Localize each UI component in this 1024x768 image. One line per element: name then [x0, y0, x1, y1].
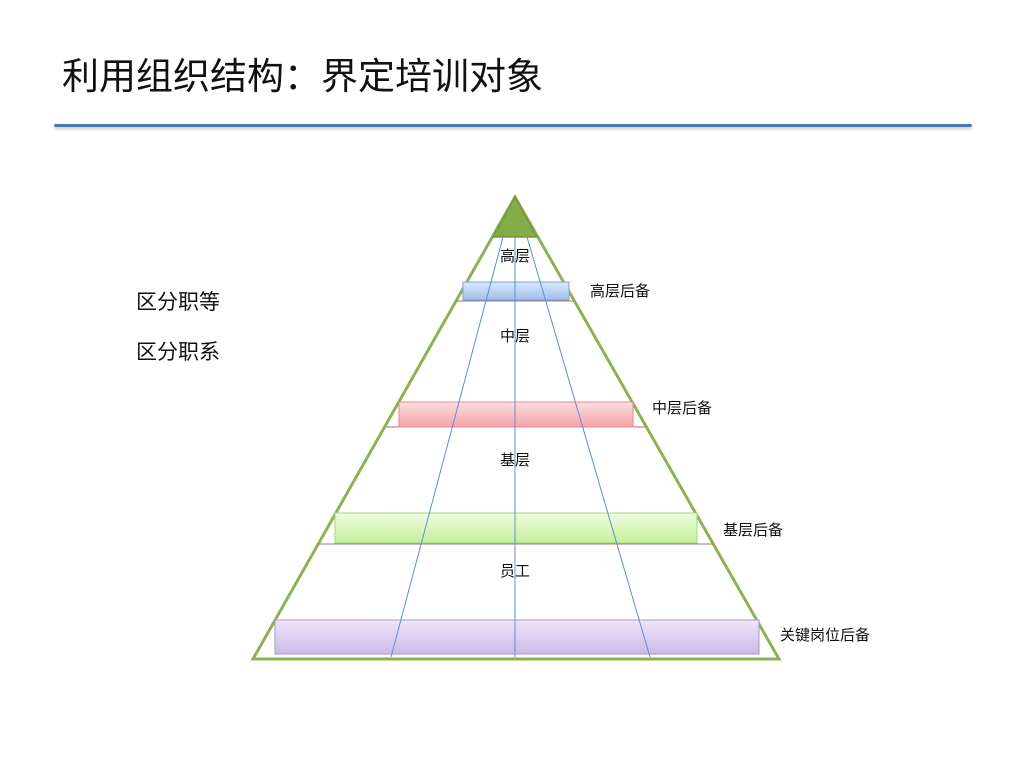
level-label-staff: 员工	[500, 562, 530, 580]
side-label-grade: 区分职等	[136, 290, 220, 314]
level-label-middle: 中层	[500, 327, 530, 345]
reserve-bar-junior	[334, 512, 698, 544]
pyramid-outline	[250, 193, 782, 661]
reserve-bar-senior	[462, 281, 570, 301]
level-label-junior: 基层	[500, 451, 530, 469]
slide-title: 利用组织结构：界定培训对象	[62, 55, 543, 98]
reserve-label-senior: 高层后备	[590, 282, 650, 300]
divider-line-right	[526, 236, 651, 658]
reserve-bar-middle	[398, 401, 634, 428]
title-divider	[54, 124, 972, 127]
pyramid-apex	[491, 195, 539, 238]
reserve-label-middle: 中层后备	[652, 399, 712, 417]
level-label-senior: 高层	[500, 247, 530, 265]
reserve-bar-key-position	[274, 619, 760, 655]
reserve-label-key-position: 关键岗位后备	[780, 626, 870, 644]
divider-line-left	[390, 236, 504, 658]
reserve-label-junior: 基层后备	[723, 521, 783, 539]
side-label-function: 区分职系	[136, 340, 220, 364]
